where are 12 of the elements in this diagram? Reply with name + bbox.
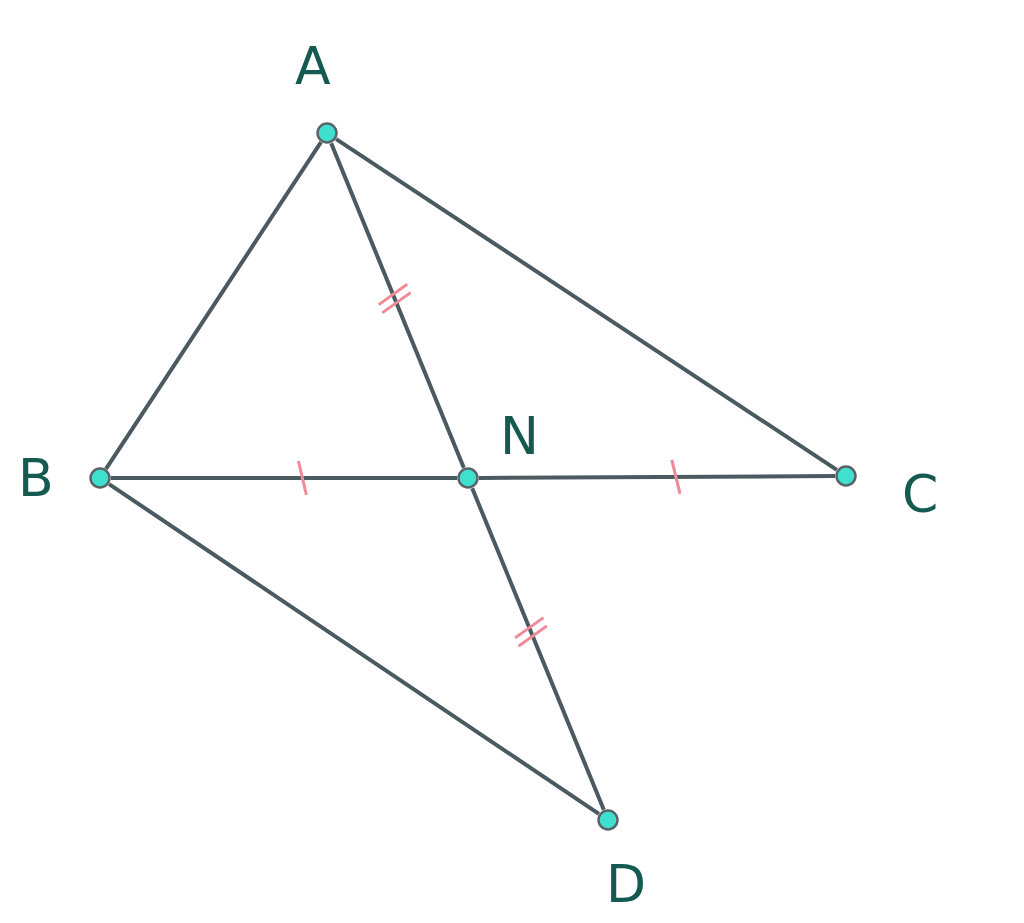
- point-label: A: [295, 40, 331, 92]
- line-segment: [111, 476, 457, 480]
- point-label: B: [18, 452, 54, 504]
- line-segment: [108, 482, 600, 816]
- line-segment: [479, 474, 835, 480]
- point-label: C: [902, 468, 939, 520]
- point-label: N: [500, 410, 539, 462]
- line-segment: [470, 487, 606, 811]
- line-segment: [329, 142, 466, 469]
- point-label: D: [606, 858, 647, 910]
- line-segment: [335, 137, 838, 472]
- line-segment: [104, 141, 323, 470]
